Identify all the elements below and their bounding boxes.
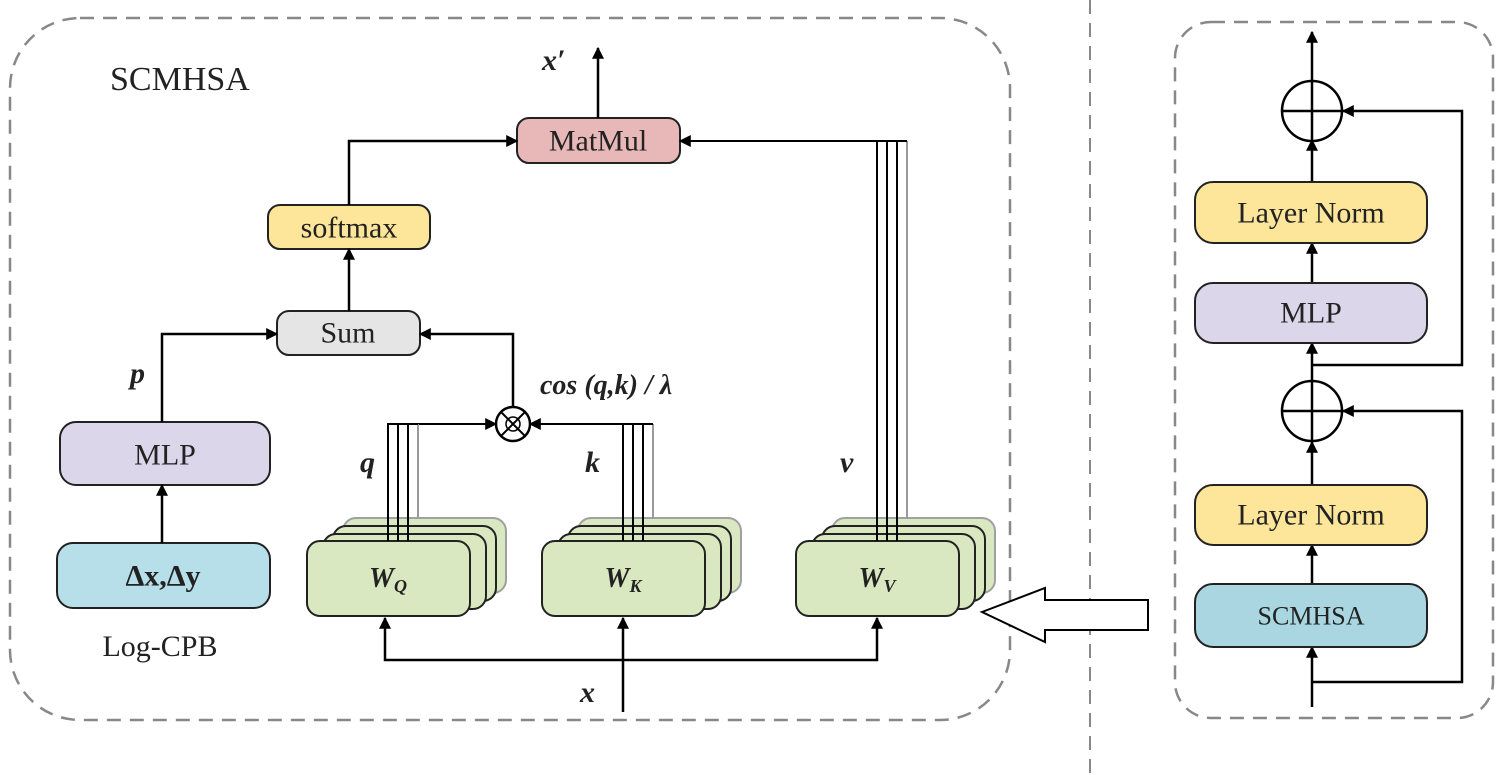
- scmhsa-panel: [8, 16, 1012, 722]
- wk-label: WK: [605, 563, 644, 597]
- input-x-label: x: [579, 676, 595, 709]
- wk-stack: WK: [541, 517, 742, 617]
- wv-stack: WV: [795, 517, 996, 617]
- transformer-block-panel: [1173, 20, 1495, 720]
- cos-to-sum-arrow: [418, 328, 515, 407]
- expand-arrow: [979, 586, 1149, 644]
- wv-label: WV: [859, 563, 898, 597]
- wq-stack: WQ: [306, 517, 507, 617]
- add-bottom-icon: [1280, 379, 1344, 443]
- v-label: v: [840, 446, 854, 479]
- block-mlp-node: MLP: [1194, 282, 1428, 344]
- block-scmhsa-node: SCMHSA: [1194, 583, 1428, 648]
- matmul-node: MatMul: [516, 117, 681, 164]
- softmax-node: softmax: [267, 204, 431, 250]
- add-top-icon: [1280, 79, 1344, 143]
- input-x-lines: [379, 616, 883, 712]
- output-label: x′: [541, 44, 565, 77]
- q-head-lines: [387, 418, 498, 541]
- p-label: p: [127, 357, 145, 390]
- matmul-label: MatMul: [549, 125, 647, 158]
- softmax-label: softmax: [301, 212, 398, 245]
- k-label: k: [585, 446, 600, 479]
- k-head-lines: [528, 418, 654, 541]
- mlp-to-sum-arrow: [160, 328, 279, 422]
- logcpb-caption: Log-CPB: [102, 630, 217, 663]
- cos-label: cos (q,k) / λ: [540, 370, 672, 401]
- sum-node: Sum: [276, 310, 421, 356]
- layernorm-bottom-node: Layer Norm: [1194, 484, 1428, 546]
- layernorm-bottom-label: Layer Norm: [1237, 499, 1384, 532]
- softmax-to-matmul-arrow: [347, 135, 519, 205]
- layernorm-top-label: Layer Norm: [1237, 197, 1384, 230]
- layernorm-top-node: Layer Norm: [1194, 181, 1428, 244]
- block-mlp-label: MLP: [1280, 297, 1342, 330]
- sum-label: Sum: [320, 317, 375, 350]
- scmhsa-title: SCMHSA: [110, 61, 250, 98]
- delta-xy-label: Δx,Δy: [125, 560, 200, 593]
- mlp-node: MLP: [59, 421, 271, 486]
- q-label: q: [360, 446, 375, 479]
- delta-xy-node: Δx,Δy: [56, 542, 271, 609]
- residual-connections: [1312, 105, 1464, 684]
- cos-similarity-operator: [494, 405, 532, 443]
- v-head-lines: [678, 135, 908, 541]
- block-scmhsa-label: SCMHSA: [1258, 602, 1365, 631]
- wq-label: WQ: [369, 563, 407, 597]
- mlp-label: MLP: [134, 439, 196, 472]
